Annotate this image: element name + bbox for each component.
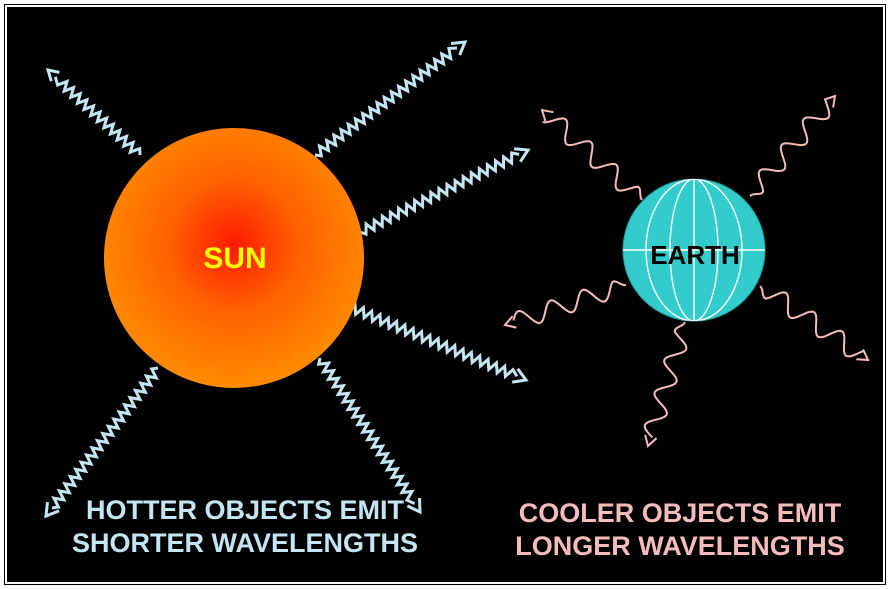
arrowhead-icon [450, 40, 468, 56]
long-wavelength-arrow-icon [749, 99, 831, 197]
arrowhead-icon [44, 501, 60, 519]
arrowhead-icon [406, 497, 422, 515]
long-wavelength-rays [503, 94, 870, 448]
cooler-caption-line-1: COOLER OBJECTS EMIT [518, 498, 842, 528]
arrowhead-icon [540, 108, 554, 122]
short-wavelength-rays [44, 40, 531, 519]
long-wavelength-arrow-icon [759, 285, 864, 358]
earth-label: EARTH [650, 240, 740, 270]
short-wavelength-arrow-icon [51, 366, 159, 510]
short-wavelength-arrow-icon [343, 301, 519, 380]
long-wavelength-arrow-icon [512, 280, 627, 325]
short-wavelength-arrow-icon [316, 357, 416, 505]
long-wavelength-arrow-icon [643, 321, 688, 439]
arrowhead-icon [644, 434, 658, 448]
short-wavelength-arrow-icon [53, 76, 142, 156]
arrowhead-icon [513, 147, 531, 163]
hotter-objects-caption: HOTTER OBJECTS EMIT SHORTER WAVELENGTHS [35, 494, 455, 560]
hotter-caption-line-1: HOTTER OBJECTS EMIT [85, 495, 404, 525]
arrowhead-icon [856, 348, 870, 362]
arrowhead-icon [823, 94, 837, 108]
globe-icon [622, 178, 766, 322]
hotter-caption-line-2: SHORTER WAVELENGTHS [71, 528, 419, 558]
sun-icon [104, 128, 364, 388]
short-wavelength-arrow-icon [314, 46, 458, 158]
arrowhead-icon [511, 367, 529, 384]
short-wavelength-arrow-icon [359, 151, 520, 237]
sun-label: SUN [203, 242, 267, 275]
long-wavelength-arrow-icon [542, 117, 643, 201]
arrowhead-icon [45, 68, 60, 82]
cooler-caption-line-2: LONGER WAVELENGTHS [515, 531, 845, 561]
arrowhead-icon [503, 315, 517, 329]
cooler-objects-caption: COOLER OBJECTS EMIT LONGER WAVELENGTHS [480, 497, 880, 563]
